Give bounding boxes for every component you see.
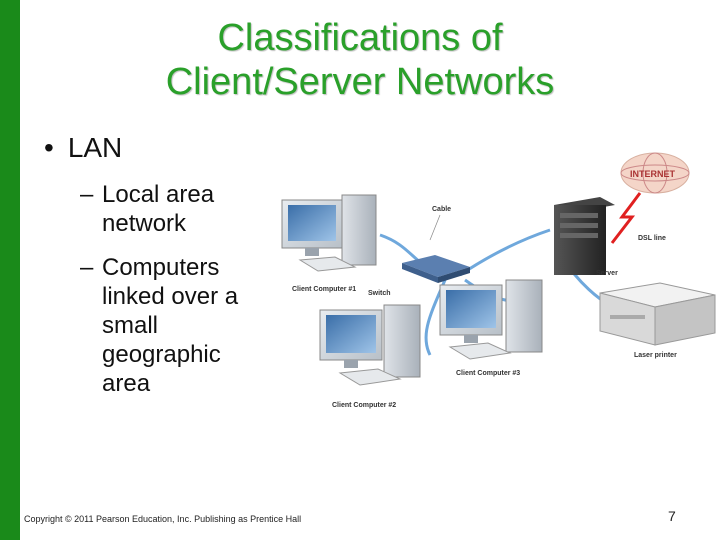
internet-icon: INTERNET bbox=[620, 152, 690, 194]
sub-item-computers-linked: – Computers linked over a small geograph… bbox=[80, 253, 250, 398]
client-computer-1-icon bbox=[281, 194, 377, 272]
server-label: Server bbox=[596, 270, 618, 277]
page-number: 7 bbox=[668, 508, 676, 524]
dsl-label: DSL line bbox=[638, 235, 666, 242]
client1-label: Client Computer #1 bbox=[292, 286, 356, 293]
client-computer-2-icon bbox=[319, 304, 421, 386]
sub-item-local-area: – Local area network bbox=[80, 180, 250, 238]
cable-label: Cable bbox=[432, 206, 451, 213]
printer-label: Laser printer bbox=[634, 352, 677, 359]
bullet-marker: • bbox=[44, 132, 54, 163]
sub-item-text: Local area network bbox=[102, 181, 215, 237]
client-computer-3-icon bbox=[439, 279, 543, 360]
title-line-2: Client/Server Networks bbox=[165, 61, 555, 103]
client3-label: Client Computer #3 bbox=[456, 370, 520, 377]
laser-printer-icon bbox=[599, 282, 716, 346]
bullet-text: LAN bbox=[67, 132, 123, 163]
dash-marker: – bbox=[80, 254, 94, 281]
internet-label: INTERNET bbox=[630, 169, 676, 179]
server-icon bbox=[554, 197, 615, 275]
switch-label: Switch bbox=[368, 290, 391, 297]
lan-diagram: INTERNET DSL line Cable Server Switch Cl… bbox=[281, 152, 716, 409]
switch-icon bbox=[402, 255, 470, 283]
bullet-lan: • LAN bbox=[44, 132, 122, 164]
dash-marker: – bbox=[80, 181, 94, 208]
left-accent-bar bbox=[0, 0, 20, 540]
cable-server bbox=[459, 228, 551, 277]
slide-title: Classifications of Client/Server Network… bbox=[60, 16, 660, 104]
sub-item-text: Computers linked over a small geographic… bbox=[102, 254, 239, 397]
copyright-footer: Copyright © 2011 Pearson Education, Inc.… bbox=[24, 514, 302, 524]
client2-label: Client Computer #2 bbox=[332, 402, 396, 409]
dsl-lightning-icon bbox=[610, 192, 642, 244]
title-line-1: Classifications of bbox=[217, 17, 503, 59]
